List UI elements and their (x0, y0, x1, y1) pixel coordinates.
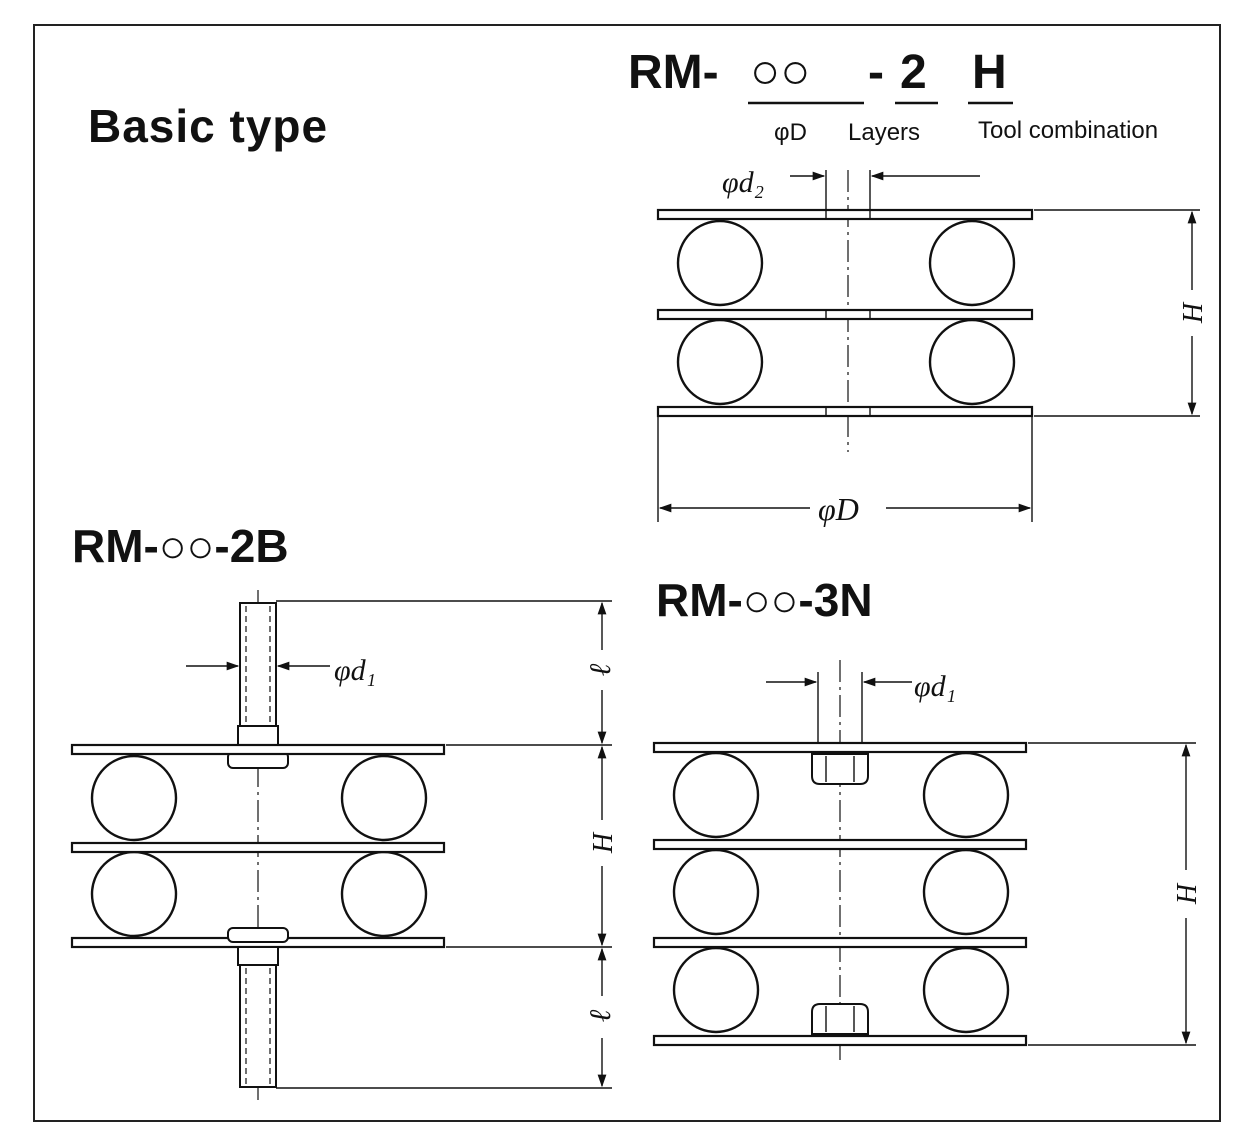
ball (928, 318, 1016, 406)
diagram-2b: φd₁ ℓ H ℓ (70, 590, 619, 1100)
dim-D: φD (818, 491, 859, 527)
ball (90, 754, 178, 842)
title-2b: RM-○○-2B (72, 520, 289, 572)
plate (652, 741, 1028, 754)
dim-h-3n: H (1172, 882, 1203, 905)
plate (70, 841, 446, 854)
ball (340, 850, 428, 938)
bolt-head-top (237, 725, 279, 747)
caption-d: φD (774, 119, 807, 146)
bolt-head-bottom (237, 946, 279, 966)
plate (652, 838, 1028, 851)
washer-bottom (227, 927, 289, 943)
ball (672, 946, 760, 1034)
bolt-bottom (239, 964, 277, 1088)
diagram-3n: φd₁ H (652, 660, 1203, 1060)
ball (928, 219, 1016, 307)
caption-layers: Layers (848, 119, 920, 146)
ball (676, 219, 764, 307)
ball (672, 751, 760, 839)
dim-d2: φd₂ (722, 166, 764, 199)
dim-h-2h: H (1178, 301, 1209, 324)
model-code-h: RM- ○○ - 2 H φD Layers Tool combination (628, 43, 1158, 146)
dim-d1-3n: φd₁ (914, 670, 956, 703)
dim-d1-2b: φd₁ (334, 654, 376, 687)
plate (656, 308, 1034, 321)
model-h-prefix: RM- (628, 46, 719, 99)
nut-bottom (811, 1003, 869, 1035)
dim-l-top: ℓ (584, 663, 617, 676)
plate (652, 1034, 1028, 1047)
model-h-dash: - (868, 46, 884, 99)
dim-l-bottom: ℓ (584, 1009, 617, 1022)
title-3n: RM-○○-3N (656, 574, 873, 626)
caption-tool: Tool combination (978, 117, 1158, 144)
page-title: Basic type (88, 100, 328, 152)
ball (922, 848, 1010, 936)
ball (90, 850, 178, 938)
plate (70, 743, 446, 756)
nut-top (811, 753, 869, 785)
ball (922, 946, 1010, 1034)
ball (672, 848, 760, 936)
dim-h-2b: H (588, 831, 619, 854)
model-h-tool: H (972, 46, 1007, 99)
plate (656, 405, 1034, 418)
diagram-2h: φd₂ H φD (656, 166, 1209, 527)
plate (652, 936, 1028, 949)
ball (340, 754, 428, 842)
model-h-code: ○○ (750, 43, 810, 99)
ball (922, 751, 1010, 839)
plate (656, 208, 1034, 221)
model-h-layers: 2 (900, 46, 927, 99)
ball (676, 318, 764, 406)
